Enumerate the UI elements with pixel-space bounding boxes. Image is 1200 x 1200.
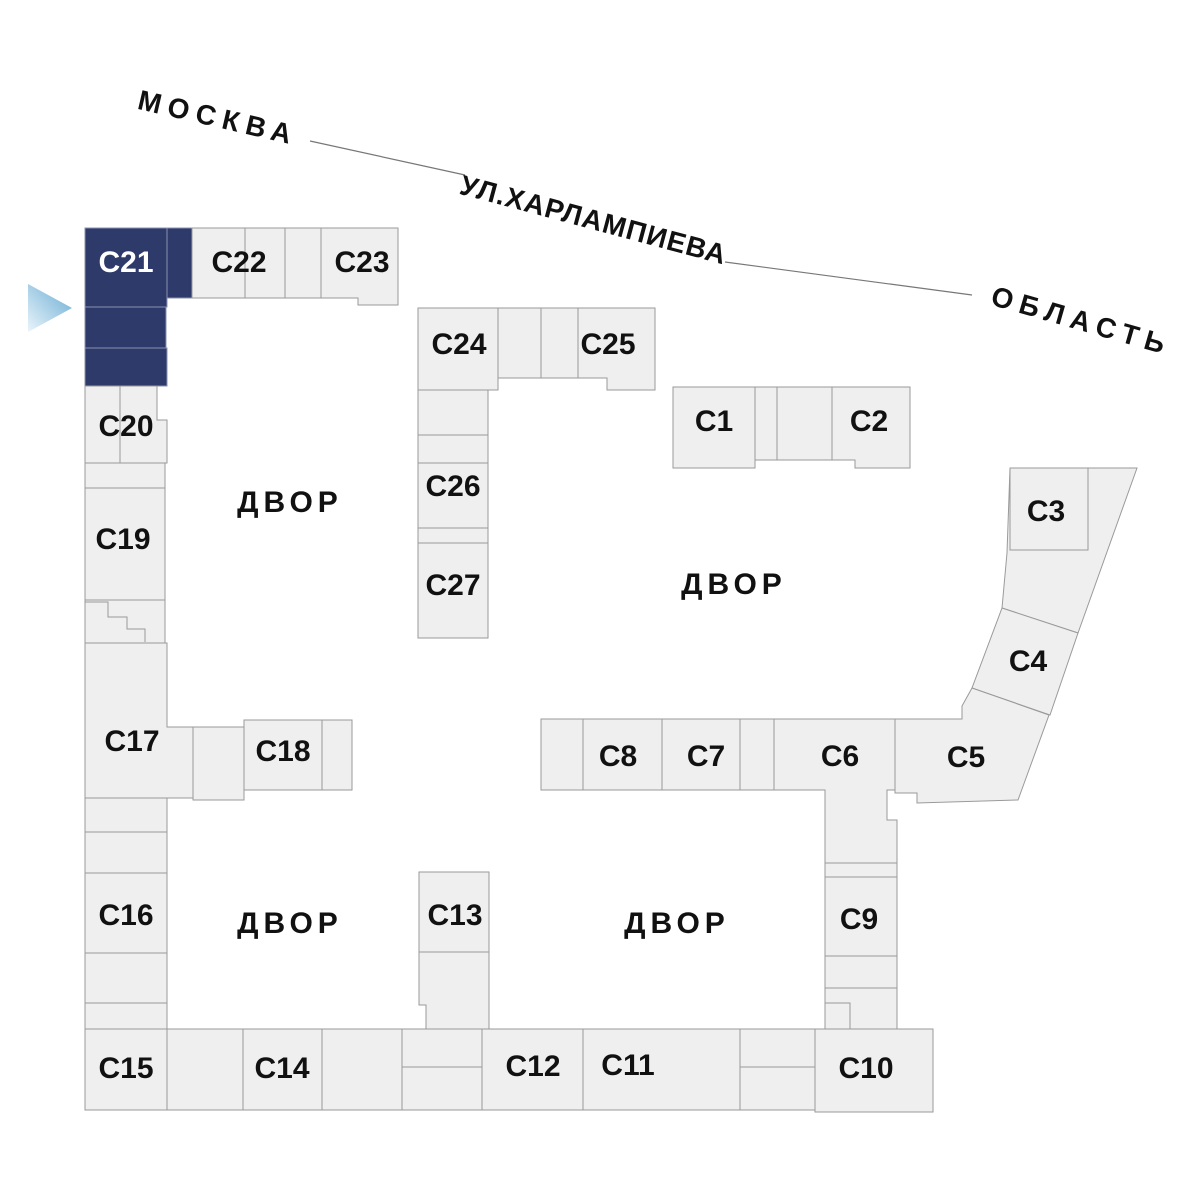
building-segment: [84, 599, 166, 644]
building-c8-label: С8: [599, 740, 637, 773]
building-segment-divider: [85, 386, 165, 464]
street-label-oblast: ОБЛАСТЬ: [988, 280, 1175, 361]
building-c3-label: С3: [1027, 495, 1065, 528]
building-c6-label: С6: [821, 740, 859, 773]
building-c17-label: С17: [104, 725, 159, 758]
building-segment: [754, 386, 778, 461]
building-segment: [739, 1028, 816, 1068]
building-c16-label: С16: [98, 899, 153, 932]
building-c5-shape[interactable]: [894, 687, 1050, 804]
building-segment: [321, 719, 353, 791]
building-segment: [84, 831, 168, 874]
building-c4-shape[interactable]: [971, 607, 1079, 716]
building-c21-label: С21: [98, 246, 153, 279]
building-segment: [540, 307, 579, 379]
building-segment: [192, 726, 245, 801]
building-segment: [417, 389, 489, 436]
building-c26-shape[interactable]: [417, 462, 489, 529]
courtyard-label: ДВОР: [681, 568, 787, 601]
building-c21-segment: [166, 227, 193, 299]
building-segment: [824, 987, 898, 1031]
building-c1-shape[interactable]: [672, 386, 756, 469]
building-c23-shape[interactable]: [320, 227, 399, 306]
building-c15-shape[interactable]: [84, 1028, 168, 1111]
building-c7-label: С7: [687, 740, 725, 773]
building-c9-label: С9: [840, 903, 878, 936]
building-segment: [776, 386, 833, 461]
building-c24-label: С24: [431, 328, 486, 361]
building-c17-shape[interactable]: [84, 642, 194, 799]
building-segment: [84, 797, 168, 833]
building-c2-label: С2: [850, 405, 888, 438]
building-c21-segment: [84, 347, 168, 387]
building-c10-shape[interactable]: [814, 1028, 934, 1113]
building-c7-shape[interactable]: [661, 718, 741, 791]
building-c5-label: С5: [947, 741, 985, 774]
building-c12-label: С12: [505, 1050, 560, 1083]
courtyard-label: ДВОР: [624, 907, 730, 940]
courtyard-label: ДВОР: [237, 486, 343, 519]
building-segment: [401, 1066, 483, 1111]
building-segment: [84, 1002, 168, 1030]
building-segment: [417, 527, 489, 544]
building-c13-shape[interactable]: [418, 871, 490, 953]
building-c24-shape[interactable]: [417, 307, 499, 391]
building-c2-shape[interactable]: [831, 386, 911, 469]
building-c25-shape[interactable]: [577, 307, 656, 391]
street-leader-line: [309, 140, 466, 176]
building-c21-shape[interactable]: [84, 227, 168, 308]
building-c1-label: С1: [695, 405, 733, 438]
building-segment: [824, 955, 898, 989]
building-c19-shape[interactable]: [84, 487, 166, 601]
building-segment: [739, 1066, 816, 1111]
stairs-outline: [85, 601, 146, 642]
building-c8-shape[interactable]: [582, 718, 663, 791]
building-c22-shape[interactable]: [191, 227, 246, 299]
building-c21-segment: [84, 306, 167, 349]
building-c11-shape[interactable]: [582, 1028, 741, 1111]
building-c22-label: С22: [211, 246, 266, 279]
building-c6-shape[interactable]: [773, 718, 898, 864]
building-segment: [540, 718, 584, 791]
building-segment: [321, 1028, 403, 1111]
building-c27-label: С27: [425, 569, 480, 602]
building-c15-label: С15: [98, 1052, 153, 1085]
building-c14-shape[interactable]: [242, 1028, 323, 1111]
building-c10-label: С10: [838, 1052, 893, 1085]
building-c26-label: С26: [425, 470, 480, 503]
courtyard-label: ДВОР: [237, 907, 343, 940]
building-segment: [739, 718, 775, 791]
building-segment: [84, 952, 168, 1004]
street-label-kharlampieva: УЛ.ХАРЛАМПИЕВА: [457, 169, 730, 270]
building-segment: [824, 862, 898, 878]
building-segment: [418, 951, 490, 1030]
building-c4-label: С4: [1009, 645, 1048, 678]
building-c27-shape[interactable]: [417, 542, 489, 639]
street-leader-line: [724, 261, 973, 296]
building-c19-label: С19: [95, 523, 150, 556]
building-c12-shape[interactable]: [481, 1028, 584, 1111]
building-segment: [244, 227, 286, 299]
building-c18-label: С18: [255, 735, 310, 768]
building-segment: [497, 307, 542, 379]
street-label-moscow: МОСКВА: [135, 84, 301, 151]
building-c14-label: С14: [254, 1052, 309, 1085]
building-c11-label: С11: [601, 1049, 654, 1082]
building-c3-shape[interactable]: [1009, 467, 1089, 551]
building-segment: [401, 1028, 483, 1068]
building-c9-shape[interactable]: [824, 876, 898, 957]
building-segment: [417, 434, 489, 464]
building-c20-label: С20: [98, 410, 153, 443]
building-c16-shape[interactable]: [84, 872, 168, 954]
building-segment: [284, 227, 322, 299]
building-c13-label: С13: [427, 899, 482, 932]
selection-arrow-icon: [28, 284, 72, 332]
building-segment-divider: [825, 1002, 851, 1030]
building-c25-label: С25: [580, 328, 635, 361]
building-c23-label: С23: [334, 246, 389, 279]
building-segment: [166, 1028, 244, 1111]
